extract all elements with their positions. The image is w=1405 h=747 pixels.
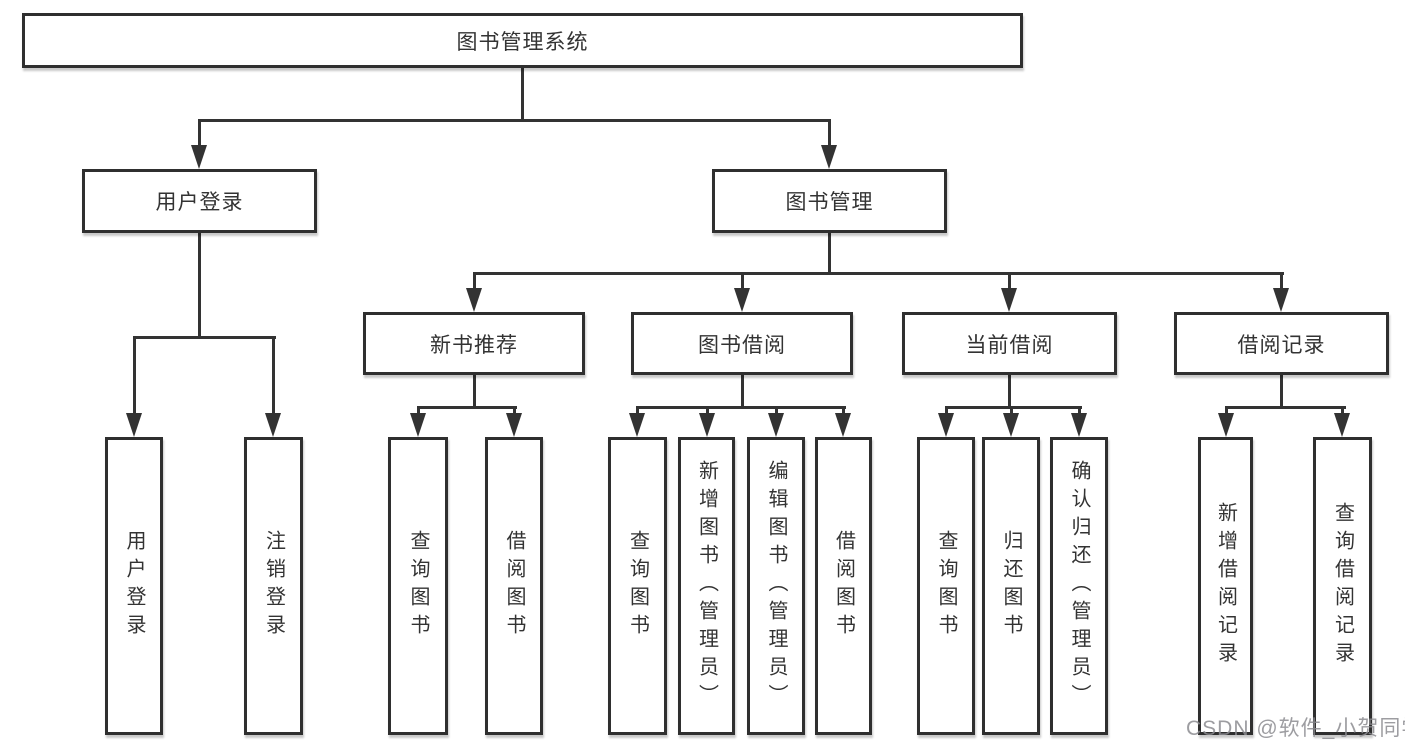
leaf-confirm-return-admin: 确认归还（管理员） [1050,437,1108,735]
connector-vline [1078,406,1081,416]
leaf-edit-books-admin: 编辑图书（管理员） [747,437,805,735]
connector-vline [741,375,744,409]
connector-hline [417,406,517,409]
leaf-label: 查询图书 [935,530,957,642]
connector-hline [473,272,1284,275]
arrow-down-icon [466,288,482,312]
arrow-down-icon [699,413,715,437]
arrow-down-icon [410,413,426,437]
arrow-down-icon [1003,413,1019,437]
node-current-borrow: 当前借阅 [902,312,1117,375]
leaf-logout: 注销登录 [244,437,303,735]
node-label: 用户登录 [155,191,244,214]
arrow-down-icon [734,288,750,312]
node-label: 当前借阅 [965,333,1054,357]
connector-vline [198,233,201,339]
leaf-query-books-current: 查询图书 [917,437,975,735]
node-book-borrow: 图书借阅 [631,312,853,375]
node-label: 借阅记录 [1237,333,1326,357]
leaf-query-borrow-record: 查询借阅记录 [1313,437,1372,735]
connector-vline [1225,406,1228,416]
leaf-return-books: 归还图书 [982,437,1040,735]
connector-vline [1341,406,1344,416]
arrow-down-icon [768,413,784,437]
connector-vline [775,406,778,416]
connector-vline [473,272,476,290]
leaf-label: 查询借阅记录 [1331,502,1354,670]
node-label: 新书推荐 [430,333,518,357]
connector-vline [1008,375,1011,409]
arrow-down-icon [835,413,851,437]
leaf-borrow-books-recommend: 借阅图书 [485,437,543,735]
leaf-user-login: 用户登录 [105,437,163,735]
connector-vline [1280,375,1283,409]
leaf-label: 查询图书 [626,530,649,642]
arrow-down-icon [1071,413,1087,437]
leaf-add-books-admin: 新增图书（管理员） [678,437,735,735]
connector-vline [417,406,420,416]
leaf-label: 借阅图书 [832,530,855,642]
leaf-label: 借阅图书 [503,530,525,642]
arrow-down-icon [821,145,837,169]
node-label: 图书借阅 [698,333,786,357]
connector-vline [741,272,744,290]
arrow-down-icon [1273,288,1289,312]
arrow-down-icon [265,413,281,437]
leaf-add-borrow-record: 新增借阅记录 [1198,437,1253,735]
connector-vline [828,119,831,147]
connector-vline [198,119,201,147]
connector-vline [1008,272,1011,290]
arrow-down-icon [1218,413,1234,437]
connector-hline [198,119,831,122]
connector-vline [945,406,948,416]
connector-hline [133,336,276,339]
connector-hline [945,406,1082,409]
leaf-label: 编辑图书（管理员） [765,460,787,712]
arrow-down-icon [629,413,645,437]
leaf-query-books-borrow: 查询图书 [608,437,667,735]
node-label: 图书管理系统 [456,30,589,54]
node-borrow-records: 借阅记录 [1174,312,1389,375]
connector-vline [473,375,476,409]
connector-vline [513,406,516,416]
connector-hline [1225,406,1346,409]
arrow-down-icon [938,413,954,437]
connector-vline [521,68,524,122]
connector-vline [842,406,845,416]
node-new-book-recommend: 新书推荐 [363,312,585,375]
node-book-management: 图书管理 [712,169,947,233]
connector-vline [828,233,831,275]
connector-vline [1280,272,1283,290]
leaf-label: 查询图书 [407,530,429,642]
node-label: 图书管理 [785,191,874,214]
leaf-label: 新增图书（管理员） [695,460,718,712]
connector-hline [636,406,846,409]
leaf-label: 新增借阅记录 [1214,502,1237,670]
arrow-down-icon [506,413,522,437]
csdn-watermark: CSDN @软件_小贺同学 [1186,717,1405,740]
leaf-label: 注销登录 [262,530,285,642]
arrow-down-icon [191,145,207,169]
connector-vline [706,406,709,416]
node-user-login: 用户登录 [82,169,317,233]
connector-vline [636,406,639,416]
arrow-down-icon [1001,288,1017,312]
leaf-label: 用户登录 [123,530,145,642]
leaf-label: 确认归还（管理员） [1068,460,1090,712]
arrow-down-icon [126,413,142,437]
node-library-management-system: 图书管理系统 [22,13,1023,68]
leaf-label: 归还图书 [1000,530,1022,642]
leaf-borrow-books: 借阅图书 [815,437,872,735]
connector-vline [133,336,136,415]
arrow-down-icon [1334,413,1350,437]
connector-vline [1010,406,1013,416]
connector-vline [272,336,275,415]
leaf-query-books-recommend: 查询图书 [388,437,448,735]
